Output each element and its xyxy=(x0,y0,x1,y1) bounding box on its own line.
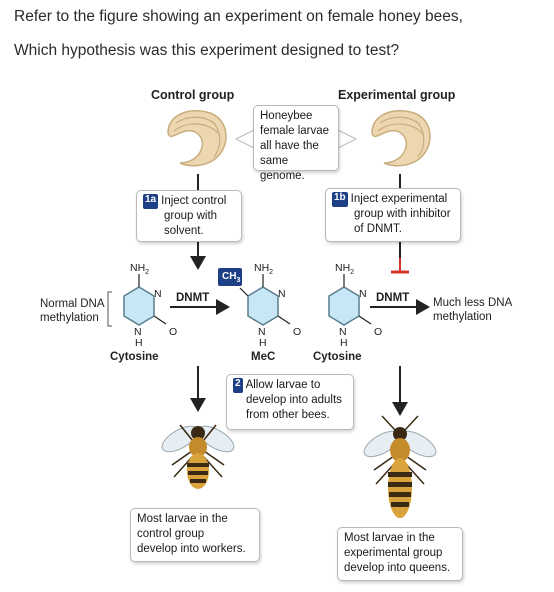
step-1b-tag: 1b xyxy=(332,192,348,207)
less-methylation-line: methylation xyxy=(433,311,492,323)
ring-nitrogen-label: N xyxy=(258,326,266,338)
control-result-line: develop into workers. xyxy=(137,543,246,555)
ring-nitrogen-label: N xyxy=(154,288,162,300)
queen-bee-image xyxy=(363,415,437,518)
amine-group-label: NH2 xyxy=(335,262,355,277)
step-1a-box: 1a Inject control group with solvent. xyxy=(136,190,242,242)
genome-line: same genome. xyxy=(260,155,305,182)
control-result-line: control group xyxy=(137,528,205,540)
genome-line: Honeybee xyxy=(260,110,313,122)
cytosine-ring-experimental xyxy=(328,274,372,326)
less-methylation-label: Much less DNA methylation xyxy=(433,296,512,324)
question-line-1: Refer to the figure showing an experimen… xyxy=(14,8,463,25)
amine-group-label: NH2 xyxy=(130,262,150,277)
step-1a-line: group with xyxy=(164,210,218,222)
cytosine-ring-control xyxy=(123,274,167,326)
step-2-line: from other bees. xyxy=(246,409,330,421)
normal-methylation-label: Normal DNA methylation xyxy=(40,297,105,325)
larva-experimental-image xyxy=(371,110,431,167)
step-2-tag: 2 xyxy=(233,378,243,393)
dnmt-label-experimental: DNMT xyxy=(376,292,410,304)
step-2-line: develop into adults xyxy=(246,394,342,406)
cytosine-label-experimental: Cytosine xyxy=(313,351,362,363)
step-2-box: 2 Allow larvae to develop into adults fr… xyxy=(226,374,354,430)
ring-nitrogen-label: N xyxy=(278,288,286,300)
step-1b-line: Inject experimental xyxy=(350,193,448,205)
mec-label: MeC xyxy=(251,351,276,363)
step-1a-tag: 1a xyxy=(143,194,159,209)
ring-nitrogen-label: N xyxy=(359,288,367,300)
oxygen-label: O xyxy=(374,326,383,338)
ring-nitrogen-label: N xyxy=(134,326,142,338)
experimental-result-line: develop into queens. xyxy=(344,562,451,574)
experimental-group-header: Experimental group xyxy=(338,88,456,102)
normal-methylation-line: methylation xyxy=(40,312,99,324)
dnmt-label-control: DNMT xyxy=(176,292,210,304)
amine-group-label: NH2 xyxy=(254,262,274,277)
experimental-result-line: experimental group xyxy=(344,547,443,559)
step-1a-line: Inject control xyxy=(161,195,227,207)
oxygen-label: O xyxy=(293,326,302,338)
larva-control-image xyxy=(167,110,227,167)
ring-nitrogen-label: N xyxy=(339,326,347,338)
hydrogen-label: H xyxy=(135,337,143,349)
genome-box: Honeybee female larvae all have the same… xyxy=(253,105,339,182)
experimental-result-line: Most larvae in the xyxy=(344,532,435,544)
step-1b-line: of DNMT. xyxy=(354,223,402,235)
mec-ring xyxy=(218,268,291,326)
step-1b-box: 1b Inject experimental group with inhibi… xyxy=(325,188,461,242)
worker-bee-image xyxy=(161,424,235,489)
control-result-line: Most larvae in the xyxy=(137,513,228,525)
oxygen-label: O xyxy=(169,326,178,338)
less-methylation-line: Much less DNA xyxy=(433,297,513,309)
experimental-result-box: Most larvae in the experimental group de… xyxy=(337,527,463,581)
hydrogen-label: H xyxy=(340,337,348,349)
normal-methylation-line: Normal DNA xyxy=(40,298,105,310)
step-2-line: Allow larvae to xyxy=(245,379,321,391)
methyl-group-label: CH3 xyxy=(222,271,241,284)
genome-line: all have the xyxy=(260,140,319,152)
control-group-header: Control group xyxy=(151,88,235,102)
question-line-2: Which hypothesis was this experiment des… xyxy=(14,42,400,59)
cytosine-label-control: Cytosine xyxy=(110,351,159,363)
genome-line: female larvae xyxy=(260,125,330,137)
step-1b-line: group with inhibitor xyxy=(354,208,451,220)
hydrogen-label: H xyxy=(259,337,267,349)
step-1a-line: solvent. xyxy=(164,225,204,237)
control-result-box: Most larvae in the control group develop… xyxy=(130,508,260,562)
